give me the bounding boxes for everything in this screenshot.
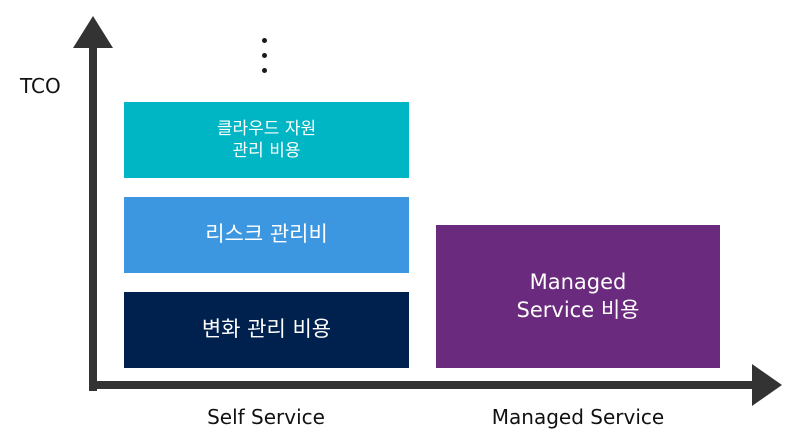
y-axis-arrow-icon xyxy=(73,16,113,48)
dot xyxy=(261,38,267,43)
continuation-dots-icon xyxy=(258,38,270,73)
dot xyxy=(261,68,267,73)
block-risk-management-cost: 리스크 관리비 xyxy=(124,197,409,273)
x-label-self-service: Self Service xyxy=(207,405,325,429)
x-axis-line xyxy=(89,381,761,389)
x-axis-arrow-icon xyxy=(752,364,782,406)
block-managed-service-cost: Managed Service 비용 xyxy=(436,225,720,368)
y-axis-label: TCO xyxy=(20,74,61,98)
block-cloud-resource-cost: 클라우드 자원 관리 비용 xyxy=(124,102,409,178)
x-label-managed-service: Managed Service xyxy=(491,405,665,429)
block-change-management-cost: 변화 관리 비용 xyxy=(124,292,409,368)
dot xyxy=(261,53,267,58)
y-axis-line xyxy=(89,40,97,391)
